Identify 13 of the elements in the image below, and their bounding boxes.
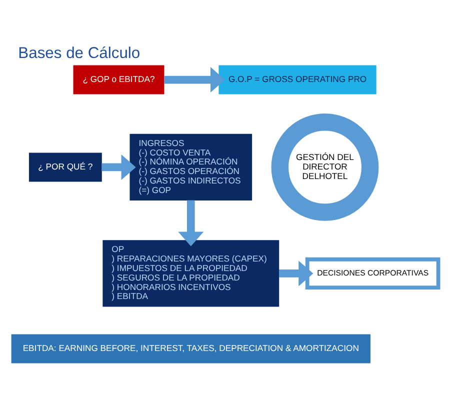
node-box: ¿ GOP o EBITDA? — [73, 65, 164, 94]
node-box: ¿ POR QUÉ ? — [28, 152, 102, 182]
node-box: EBITDA: EARNING BEFORE, INTEREST, TAXES, DEPRECIATION & AMORTIZACION — [11, 334, 370, 364]
node-circle: GESTIÓN DEL DIRECTOR DELHOTEL — [271, 114, 379, 221]
node-box: G.O.P = GROSS OPERATING PRO — [218, 65, 376, 94]
node-box: INGRESOS (-) COSTO VENTA (-) NÓMINA OPERACIÓN (-) GASTOS OPERACIÓN (-) GASTOS INDIRECTOS (=) GOP — [130, 134, 252, 201]
arrow — [279, 260, 314, 286]
node-box: OP ) REPARACIONES MAYORES (CAPEX) ) IMPUESTOS DE LA PROPIEDAD ) SEGUROS DE LA PROPIEDAD ) HONORARIOS INCENTIVOS ) EBITDA — [102, 240, 280, 307]
arrow — [178, 200, 204, 246]
node-box: DECISIONES CORPORATIVAS — [305, 257, 440, 290]
diagram-title: Bases de Cálculo — [18, 44, 140, 62]
arrow — [102, 154, 136, 180]
arrow — [164, 67, 226, 93]
